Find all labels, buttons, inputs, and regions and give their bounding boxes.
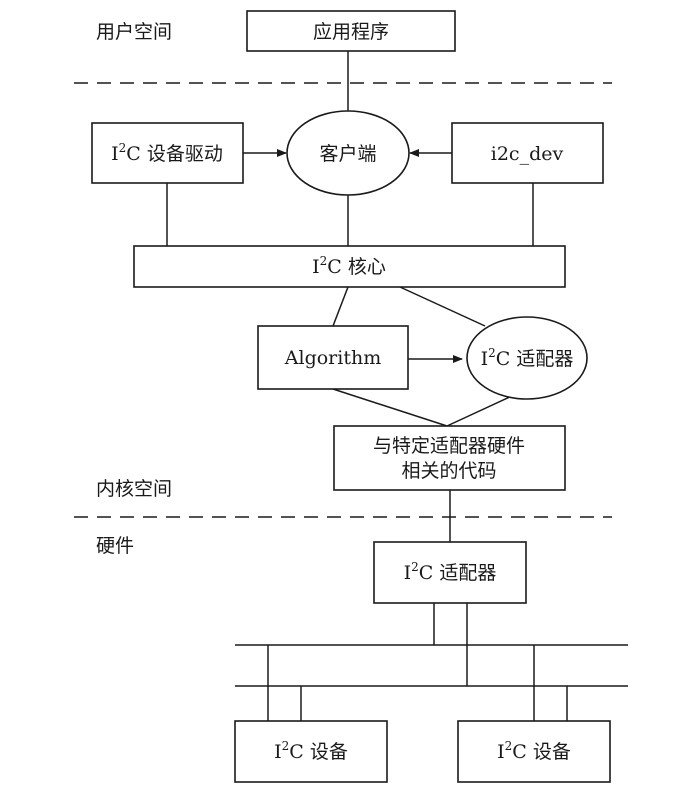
i2c-driver-box [91,122,244,184]
i2c-driver-label: I2C 设备驱动 [111,141,223,165]
hw-specific-code-box [333,425,566,491]
i2c-adapter-kernel-ellipse [466,316,588,400]
core-algorithm-line [332,286,349,327]
algorithm-hwcode-line [332,388,448,427]
i2c-adapter-hw-box [373,541,527,604]
i2c-device-1-node: I2C 设备 [234,720,388,783]
application-box [246,10,456,52]
i2c-device-1-label: I2C 设备 [274,739,348,763]
user-space-label: 用户空间 [96,21,172,43]
client-label: 客户端 [319,143,376,165]
i2c-adapter-kernel-label: I2C 适配器 [481,346,574,370]
i2c-device-2-label: I2C 设备 [497,739,571,763]
i2c-core-node: I2C 核心 [133,245,566,288]
connector-lines [166,51,628,721]
i2c-adapter-hw-node: I2C 适配器 [373,541,527,604]
algorithm-box [257,325,409,390]
i2c-dev-label: i2c_dev [491,143,564,165]
i2c-adapter-hw-label: I2C 适配器 [404,560,497,584]
i2c-dev-box [451,122,604,184]
i2c-device-2-node: I2C 设备 [457,720,611,783]
core-adapter-line [399,286,486,327]
i2c-core-box [133,245,566,288]
hw-specific-code-line1: 与特定适配器硬件 [373,435,525,457]
hardware-label: 硬件 [96,535,134,557]
algorithm-node: Algorithm [257,325,409,390]
i2c-driver-node: I2C 设备驱动 [91,122,244,184]
application-node: 应用程序 [246,10,456,52]
i2c-dev-node: i2c_dev [451,122,604,184]
client-ellipse [286,110,410,196]
application-label: 应用程序 [313,21,389,43]
hw-specific-code-node: 与特定适配器硬件 相关的代码 [333,425,566,491]
i2c-core-label: I2C 核心 [312,254,386,278]
algorithm-label: Algorithm [284,347,381,369]
i2c-adapter-kernel-node: I2C 适配器 [466,316,588,400]
i2c-device-1-box [234,720,388,783]
kernel-space-label: 内核空间 [96,478,172,500]
client-node: 客户端 [286,110,410,196]
i2c-device-2-box [457,720,611,783]
hw-specific-code-line2: 相关的代码 [401,460,496,482]
